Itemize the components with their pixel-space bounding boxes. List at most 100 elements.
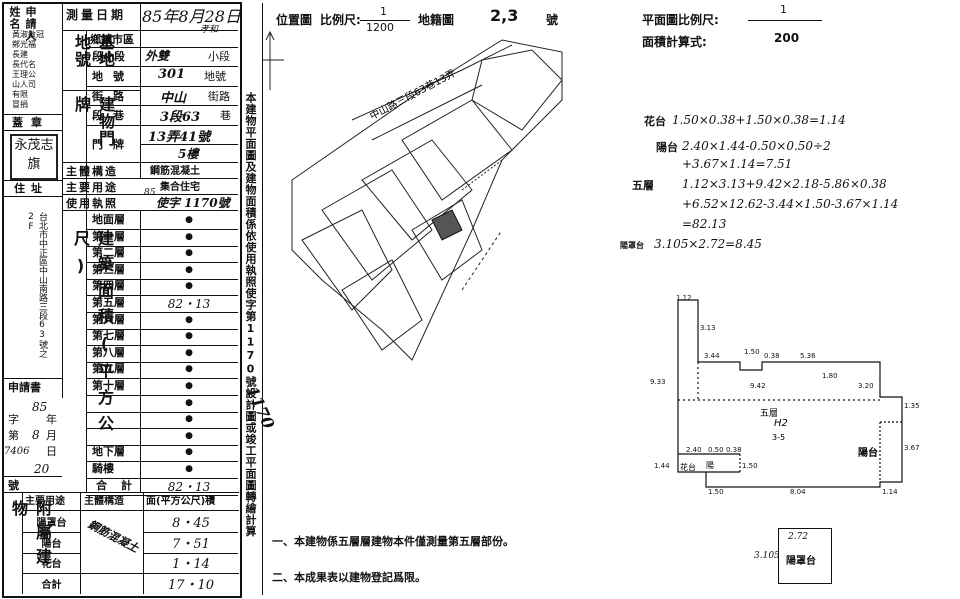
svg-text:0.38: 0.38 (764, 352, 780, 360)
floor-value: ● (185, 414, 193, 425)
floor-name: 第六層 (92, 313, 125, 326)
svg-text:1.12: 1.12 (676, 294, 692, 302)
survey-date-value: 85年8月28日 (142, 7, 241, 26)
floor-plan: 1.12 3.13 3.44 1.50 0.38 5.36 1.80 9.42 … (650, 294, 920, 496)
building-blocks (301, 49, 563, 351)
svg-text:五層: 五層 (760, 408, 778, 419)
attached-use: 陽罩台 (36, 517, 67, 529)
area-label: 建築面積(平方公尺) (71, 230, 114, 441)
svg-text:1.50: 1.50 (742, 462, 758, 470)
floor-name: 地面層 (92, 213, 125, 226)
floor-value: ● (185, 315, 193, 326)
svg-text:0.50: 0.50 (708, 446, 724, 454)
canopy-box (778, 528, 832, 584)
application-label: 申請書 (8, 381, 41, 394)
floor-name: 第八層 (92, 346, 125, 359)
floor-name: 第二層 (92, 246, 125, 259)
calc-label: 五層 (632, 179, 654, 192)
svg-text:陽: 陽 (706, 461, 714, 470)
svg-text:中山路三段63巷13弄: 中山路三段63巷13弄 (367, 66, 457, 122)
floor-value: ● (185, 348, 193, 359)
building-number-label: 建物門牌 (72, 96, 115, 147)
base-number-label: 基地地號 (72, 34, 115, 68)
note-2: 二、本成果表以建物登記爲限。 (272, 571, 426, 584)
calc-expression: +3.67×1.14=7.51 (682, 157, 793, 171)
svg-text:2.40: 2.40 (686, 446, 702, 454)
svg-text:花台: 花台 (680, 462, 696, 472)
calc-expression: 2.40×1.44-0.50×0.50÷2 (682, 139, 831, 153)
floor-name: 第十層 (92, 379, 125, 392)
svg-text:H2: H2 (774, 418, 788, 429)
floor-value: ● (185, 281, 193, 292)
attached-use: 合計 (41, 579, 62, 591)
svg-text:9.42: 9.42 (750, 382, 766, 390)
note-1: 一、本建物係五層層建物本件僅測量第五層部份。 (272, 535, 514, 548)
floor-value: ● (185, 331, 193, 342)
floor-value: ● (185, 398, 193, 409)
attached-area: 8・45 (172, 515, 210, 531)
application-year: 85 (32, 400, 48, 414)
floor-name: 第一層 (92, 230, 125, 243)
floor-value: 82・13 (167, 296, 211, 311)
attached-area: 7・51 (172, 536, 210, 552)
floor-value: ● (185, 381, 193, 392)
floor-name: 第七層 (92, 329, 125, 342)
svg-text:陽台: 陽台 (858, 446, 878, 459)
attached-use: 陽台 (41, 538, 62, 550)
floor-name: 第三層 (92, 263, 125, 276)
svg-text:1.50: 1.50 (744, 348, 760, 356)
svg-text:3.67: 3.67 (904, 444, 920, 452)
survey-date-label: 測量日期 (66, 8, 127, 22)
calc-expression: =82.13 (682, 217, 727, 231)
side-note: 本建物平面圖及建物面積係依使用執照使字第1170號設計圖或竣工平面圖轉繪計算 (244, 92, 257, 537)
attached-label: 附屬建物 (9, 500, 52, 572)
svg-text:1.35: 1.35 (904, 402, 920, 410)
svg-text:1.14: 1.14 (882, 488, 898, 496)
calc-expression: 3.105×2.72=8.45 (654, 237, 762, 251)
attached-area: 17・10 (167, 577, 215, 593)
floor-value: ● (185, 215, 193, 226)
svg-text:0.38: 0.38 (726, 446, 742, 454)
attached-use: 花台 (41, 558, 62, 570)
svg-text:1.44: 1.44 (654, 462, 670, 470)
svg-text:3-5: 3-5 (772, 433, 785, 442)
svg-text:3.13: 3.13 (700, 324, 716, 332)
plan-scale-label: 平面圖比例尺: (642, 13, 719, 27)
floor-value: ● (185, 232, 193, 243)
floor-value: ● (185, 464, 193, 475)
calc-label: 陽罩台 (620, 241, 644, 250)
svg-text:9.33: 9.33 (650, 378, 666, 386)
address-label: 住址 (14, 182, 48, 195)
location-label: 位置圖 (276, 13, 313, 27)
floor-value: 82・13 (167, 479, 211, 494)
floor-value: ● (185, 265, 193, 276)
calc-label: 花台 (644, 115, 666, 128)
applicant-label: 申請人姓名 (8, 6, 37, 42)
svg-text:1.80: 1.80 (822, 372, 838, 380)
floor-value: ● (185, 447, 193, 458)
floor-name: 合計 (96, 479, 146, 492)
svg-text:8.04: 8.04 (790, 488, 806, 496)
seal-label: 蓋章 (12, 116, 50, 129)
floor-name: 第四層 (92, 279, 125, 292)
svg-text:3.44: 3.44 (704, 352, 720, 360)
address-text: 台北市中正區中山南路三段63號之2F (26, 212, 47, 358)
attached-area: 1・14 (172, 556, 210, 572)
floor-name: 騎樓 (92, 462, 114, 475)
svg-text:1.50: 1.50 (708, 488, 724, 496)
svg-text:5.36: 5.36 (800, 352, 816, 360)
floor-value: ● (185, 431, 193, 442)
applicant-names: 黃淑敏冠 鄭光福 長建 長代名 王理公 山人司 有限 冒捐 (12, 30, 44, 109)
floor-name: 第五層 (92, 296, 125, 309)
svg-text:3.20: 3.20 (858, 382, 874, 390)
calc-expression: 1.50×0.38+1.50×0.38=1.14 (672, 113, 846, 127)
calc-expression: +6.52×12.62-3.44×1.50-3.67×1.14 (682, 197, 899, 211)
form-frame (2, 2, 242, 598)
location-map: 中山路三段63巷13弄 (262, 30, 563, 361)
calc-label: 陽台 (656, 141, 678, 154)
calc-expression: 1.12×3.13+9.42×2.18-5.86×0.38 (682, 177, 887, 191)
floor-name: 第九層 (92, 362, 125, 375)
floor-value: ● (185, 364, 193, 375)
floor-name: 地下層 (92, 445, 125, 458)
seal-stamp: 永茂志旗 (10, 134, 58, 180)
